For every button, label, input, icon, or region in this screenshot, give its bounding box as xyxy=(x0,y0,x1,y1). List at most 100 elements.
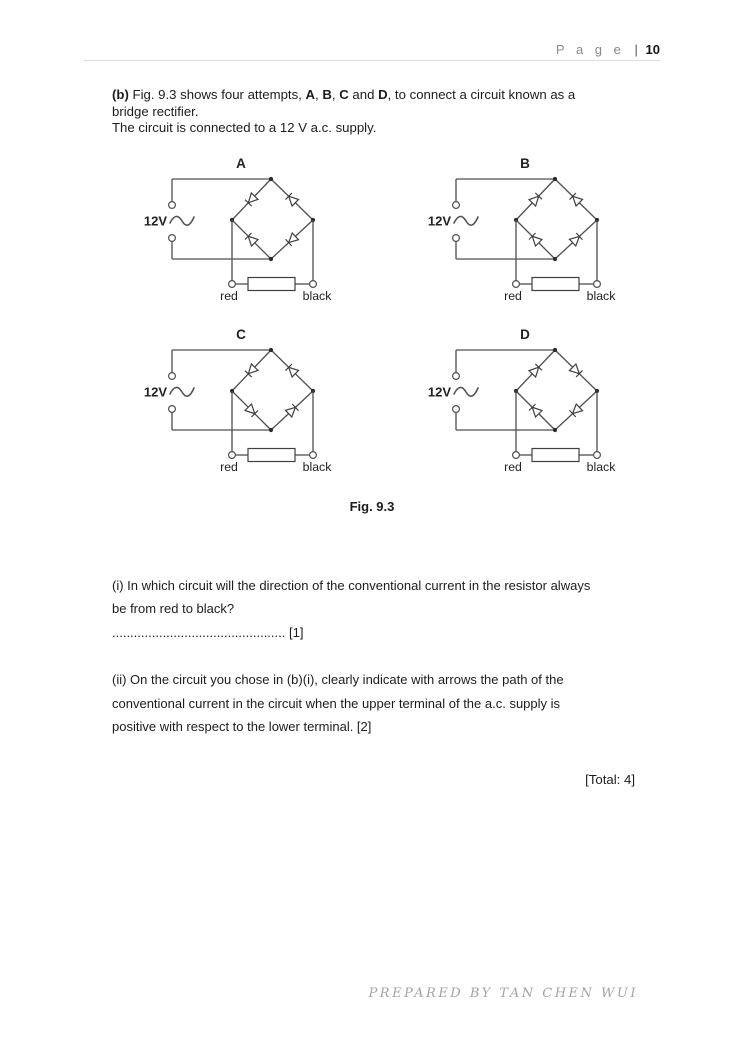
resistor-body xyxy=(531,276,580,291)
diode-icon xyxy=(571,194,584,207)
junction-dot xyxy=(552,347,558,352)
junction-dot xyxy=(268,256,274,261)
red-terminal-label: red xyxy=(504,289,522,303)
question-line: be from red to black? xyxy=(112,601,235,616)
question-line: positive with respect to the lower termi… xyxy=(112,719,372,734)
diode-icon xyxy=(287,231,300,244)
intro-text: , to connect a circuit known as a xyxy=(387,87,576,102)
supply-terminal-upper xyxy=(167,371,176,380)
resistor-body xyxy=(247,447,296,462)
diode-icon xyxy=(284,405,297,418)
circuit-C-diagram: C 12V red black xyxy=(144,327,333,474)
ac-tilde-icon xyxy=(453,386,479,397)
intro-text: (b) xyxy=(112,87,129,102)
diode-icon xyxy=(527,365,540,378)
output-terminal-red xyxy=(227,279,236,288)
question-block: (i) In which circuit will the direction … xyxy=(112,574,684,739)
diode-icon xyxy=(531,405,544,418)
diode-icon xyxy=(285,238,293,246)
diode-icon xyxy=(575,232,583,240)
diode-icon xyxy=(287,194,300,207)
output-terminal-red xyxy=(511,279,520,288)
question-b-intro: (b) Fig. 9.3 shows four attempts, A, B, … xyxy=(112,87,644,137)
question-b-ii: (ii) On the circuit you chose in (b)(i),… xyxy=(112,668,684,739)
supply-terminal-upper xyxy=(451,371,460,380)
output-terminal-black xyxy=(593,450,602,459)
intro-text: The circuit is connected to a 12 V a.c. … xyxy=(112,120,377,135)
circuit-letter-label: C xyxy=(236,327,246,342)
black-terminal-label: black xyxy=(303,460,333,474)
black-terminal-label: black xyxy=(303,289,333,303)
junction-dot xyxy=(552,176,558,181)
intro-text: bridge rectifier. xyxy=(112,103,199,119)
diode-icon xyxy=(575,369,583,377)
intro-text: Fig. 9.3 shows four attempts, xyxy=(128,87,306,102)
ac-tilde-icon xyxy=(169,386,195,397)
junction-dot xyxy=(552,427,558,432)
supply-voltage-label: 12V xyxy=(144,384,167,399)
circuit-letter-label: B xyxy=(520,156,530,171)
diode-icon xyxy=(569,192,577,200)
ac-tilde-icon xyxy=(453,215,479,226)
diode-icon xyxy=(568,362,581,375)
supply-terminal-lower xyxy=(167,404,176,413)
diode-icon xyxy=(534,363,543,371)
supply-voltage-label: 12V xyxy=(144,213,167,228)
page-word: P a g e xyxy=(555,42,625,57)
junction-dot xyxy=(268,176,274,181)
diode-icon xyxy=(285,192,293,200)
diode-icon xyxy=(291,403,299,411)
intro-text: A xyxy=(305,87,316,102)
output-terminal-red xyxy=(511,450,520,459)
page-header: P a g e | 10 xyxy=(84,0,660,61)
circuit-C: C 12V red black xyxy=(126,322,336,474)
diode-icon xyxy=(244,232,252,240)
output-terminal-black xyxy=(593,279,602,288)
intro-text: D xyxy=(378,87,388,102)
diode-icon xyxy=(527,194,540,207)
question-line: conventional current in the circuit when… xyxy=(112,695,561,711)
junction-dot xyxy=(268,347,274,352)
diode-icon xyxy=(531,234,544,247)
diode-icon xyxy=(247,234,260,247)
red-terminal-label: red xyxy=(220,460,238,474)
footer-credit: PREPARED BY TAN CHEN WUI xyxy=(368,986,638,1001)
black-terminal-label: black xyxy=(587,289,617,303)
supply-terminal-lower xyxy=(451,404,460,413)
diode-icon xyxy=(571,402,584,415)
diode-icon xyxy=(528,403,536,411)
diode-icon xyxy=(568,234,581,247)
junction-dot xyxy=(268,427,274,432)
question-b-i: (i) In which circuit will the direction … xyxy=(112,574,684,645)
junction-dot xyxy=(552,256,558,261)
header-separator: | xyxy=(634,42,638,57)
output-terminal-red xyxy=(227,450,236,459)
question-line: ........................................… xyxy=(112,624,304,640)
diode-icon xyxy=(244,369,253,377)
red-terminal-label: red xyxy=(504,460,522,474)
resistor-body xyxy=(531,447,580,462)
diode-icon xyxy=(285,363,293,371)
intro-text: C xyxy=(339,87,349,102)
question-line: (i) In which circuit will the direction … xyxy=(112,577,591,593)
resistor-body xyxy=(247,276,296,291)
diode-icon xyxy=(287,365,300,378)
diode-icon xyxy=(247,362,260,375)
circuit-letter-label: D xyxy=(520,327,530,342)
question-line: (ii) On the circuit you chose in (b)(i),… xyxy=(112,672,564,687)
circuit-letter-label: A xyxy=(236,156,246,171)
supply-terminal-upper xyxy=(167,200,176,209)
intro-text: B xyxy=(322,87,332,102)
black-terminal-label: black xyxy=(587,460,617,474)
diode-icon xyxy=(243,402,256,415)
output-terminal-black xyxy=(309,279,318,288)
diode-icon xyxy=(244,198,253,206)
